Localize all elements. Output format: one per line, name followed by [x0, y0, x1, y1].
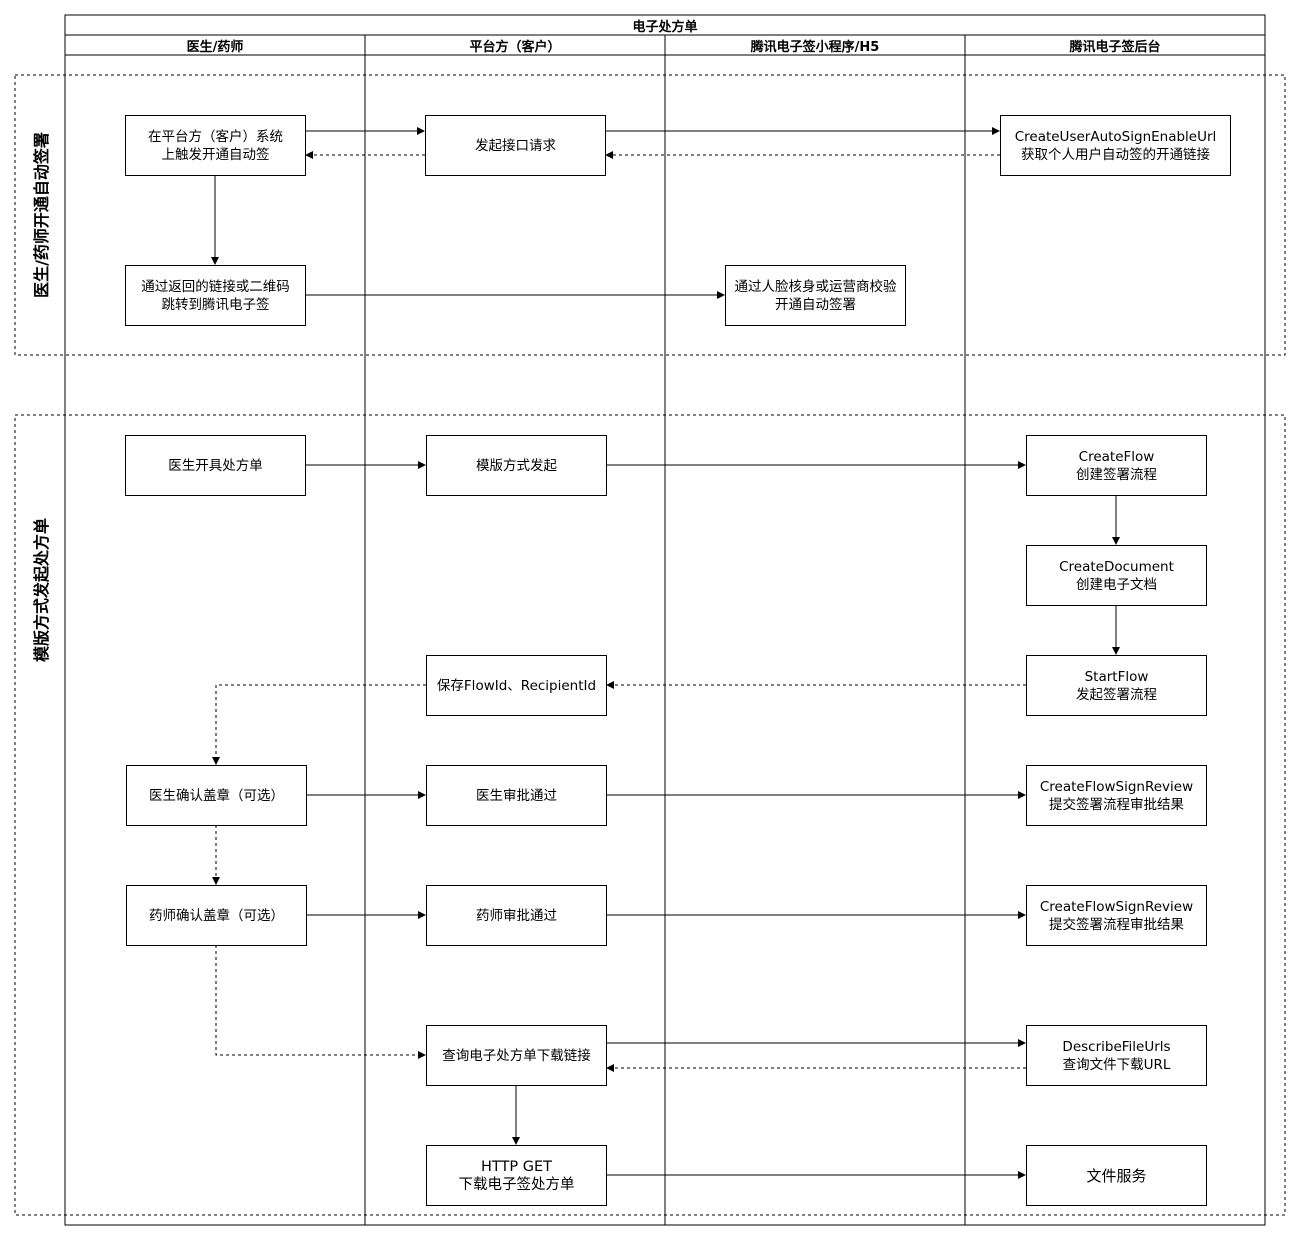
edge-n10-n12: [212, 684, 426, 765]
node-query-download-link: 查询电子处方单下载链接: [426, 1025, 607, 1086]
group-box-2: [14, 414, 1286, 1216]
edge-n15-n18: [215, 945, 426, 1059]
node-create-user-auto-sign-url: CreateUserAutoSignEnableUrl 获取个人用户自动签的开通…: [1000, 115, 1231, 176]
node-create-document: CreateDocument 创建电子文档: [1026, 545, 1207, 606]
lane-header-platform: 平台方（客户）: [469, 39, 561, 55]
lane-header-doctor: 医生/药师: [186, 39, 244, 55]
node-jump-to-esign: 通过返回的链接或二维码 跳转到腾讯电子签: [125, 265, 306, 326]
node-http-get-download: HTTP GET 下载电子签处方单: [426, 1145, 607, 1206]
node-face-verify: 通过人脸核身或运营商校验 开通自动签署: [725, 265, 906, 326]
node-create-flow: CreateFlow 创建签署流程: [1026, 435, 1207, 496]
lane-header-miniprogram: 腾讯电子签小程序/H5: [750, 39, 880, 55]
node-template-initiate: 模版方式发起: [426, 435, 607, 496]
node-pharmacist-approved: 药师审批通过: [426, 885, 607, 946]
group-label-template-flow: 模版方式发起处方单: [32, 518, 51, 663]
node-doctor-confirm-seal: 医生确认盖章（可选）: [126, 765, 307, 826]
node-save-flowid: 保存FlowId、RecipientId: [426, 655, 607, 716]
node-doctor-approved: 医生审批通过: [426, 765, 607, 826]
node-describe-file-urls: DescribeFileUrls 查询文件下载URL: [1026, 1025, 1207, 1086]
group-box-1: [14, 74, 1286, 356]
node-send-api-request: 发起接口请求: [425, 115, 606, 176]
group-label-auto-sign: 医生/药师开通自动签署: [32, 132, 51, 298]
node-pharmacist-confirm-seal: 药师确认盖章（可选）: [126, 885, 307, 946]
node-doctor-prescribe: 医生开具处方单: [125, 435, 306, 496]
node-create-flow-sign-review-2: CreateFlowSignReview 提交签署流程审批结果: [1026, 885, 1207, 946]
node-create-flow-sign-review-1: CreateFlowSignReview 提交签署流程审批结果: [1026, 765, 1207, 826]
pool-title: 电子处方单: [632, 19, 698, 35]
lane-header-backend: 腾讯电子签后台: [1069, 39, 1161, 55]
node-trigger-auto-sign: 在平台方（客户）系统 上触发开通自动签: [125, 115, 306, 176]
node-file-service: 文件服务: [1026, 1145, 1207, 1206]
node-start-flow: StartFlow 发起签署流程: [1026, 655, 1207, 716]
